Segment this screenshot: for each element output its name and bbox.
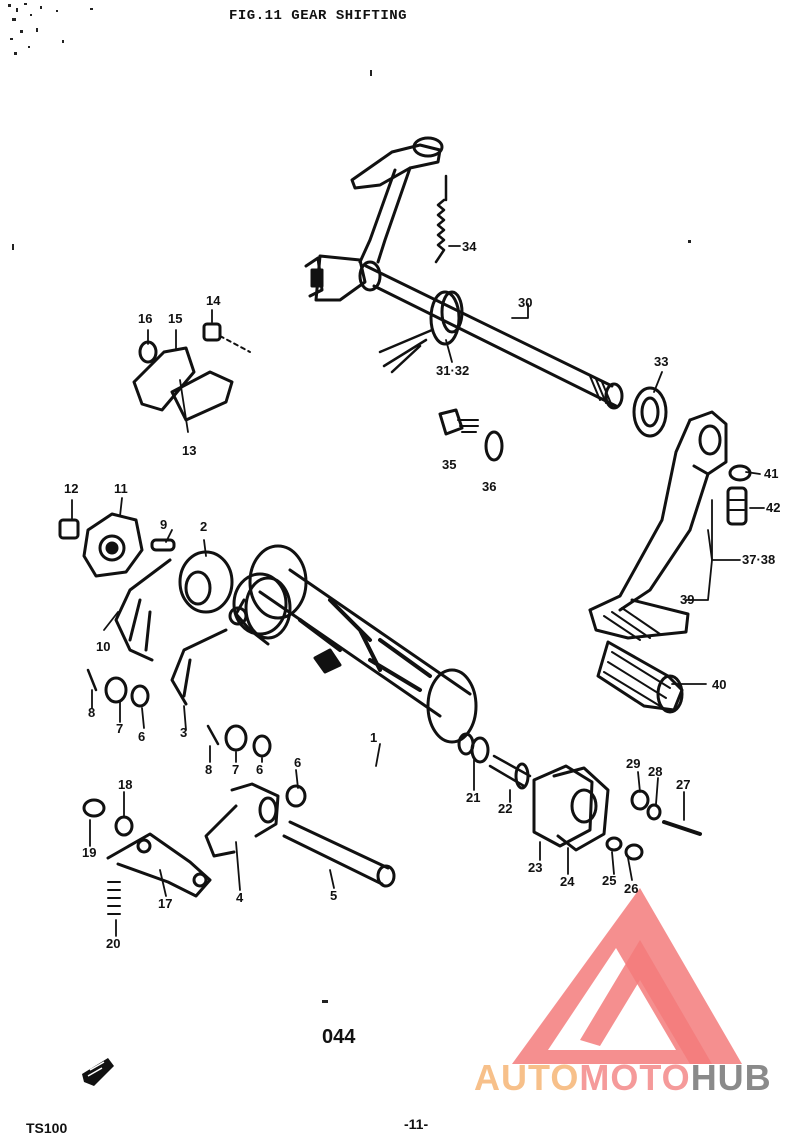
part-label: 22 [498, 801, 513, 816]
direction-arrow-icon [82, 1058, 114, 1086]
part-label: 7 [116, 721, 124, 736]
shift-fork-4 [204, 782, 280, 858]
part-label: 24 [560, 874, 575, 889]
part-label: 1 [370, 730, 378, 745]
oil-seal [632, 386, 668, 438]
cam-stopper-plate [58, 512, 144, 578]
stopper-assembly [132, 322, 251, 422]
part-label: 33 [654, 354, 669, 369]
scan-noise [8, 3, 691, 1003]
part-label: 35 [442, 457, 457, 472]
watermark-auto: AUTO [474, 1057, 580, 1098]
part-label: 27 [676, 777, 691, 792]
watermark-text: AUTOMOTOHUB [474, 1060, 772, 1096]
fork-pins [86, 668, 307, 808]
part-label: 21 [466, 790, 481, 805]
part-label: 18 [118, 777, 133, 792]
leader-lines [71, 245, 765, 937]
cam-bolt [470, 736, 532, 790]
part-label: 6 [294, 755, 302, 770]
cover-gasket [532, 764, 610, 852]
footrest-rubber [596, 640, 684, 714]
part-label: 12 [64, 481, 79, 496]
part-label: 36 [482, 479, 497, 494]
part-label: 28 [648, 764, 663, 779]
cam-stopper [82, 798, 212, 915]
catalog-code: 044 [322, 1026, 356, 1048]
part-label: 34 [462, 239, 477, 254]
cam-pin [150, 538, 176, 552]
page-number: -11- [404, 1116, 429, 1132]
part-label: 14 [206, 293, 221, 308]
part-label: 16 [138, 311, 153, 326]
part-label: 41 [764, 466, 779, 481]
return-spring [434, 174, 448, 264]
watermark-hub: HUB [690, 1057, 772, 1098]
part-label: 42 [766, 500, 781, 515]
part-label: 6 [256, 762, 264, 777]
part-label: 31·32 [436, 363, 470, 378]
part-label: 15 [168, 311, 183, 326]
part-label: 3 [180, 725, 188, 740]
part-label: 30 [518, 295, 533, 310]
gear-shift-shaft [304, 136, 624, 410]
shift-fork-3 [170, 572, 288, 706]
part-label: 2 [200, 519, 208, 534]
part-label: 8 [88, 705, 96, 720]
lever-bolt [726, 464, 752, 526]
part-label: 17 [158, 896, 173, 911]
gear-shift-lever [588, 410, 728, 641]
cover-bolts [605, 789, 702, 861]
part-label: 8 [205, 762, 213, 777]
part-label: 29 [626, 756, 641, 771]
part-label: 7 [232, 762, 240, 777]
part-label: 13 [182, 443, 197, 458]
part-label: 39 [680, 592, 695, 607]
stopper-bolt [438, 408, 504, 462]
part-label: 20 [106, 936, 121, 951]
part-label: 19 [82, 845, 97, 860]
part-label: 23 [528, 860, 543, 875]
model-name: TS100 [26, 1120, 68, 1136]
part-label: 10 [96, 639, 111, 654]
part-label: 6 [138, 729, 146, 744]
shift-fork-2 [114, 550, 234, 662]
part-label: 9 [160, 517, 168, 532]
page-title: FIG.11 GEAR SHIFTING [229, 8, 408, 24]
part-label: 11 [114, 481, 128, 496]
part-label: 40 [712, 677, 727, 692]
part-label: 4 [236, 890, 244, 905]
watermark-moto: MOTO [579, 1057, 691, 1098]
part-label: 5 [330, 888, 338, 903]
fork-shaft [282, 820, 396, 888]
part-label: 25 [602, 873, 617, 888]
part-label: 26 [624, 881, 639, 896]
part-label: 37·38 [742, 552, 776, 567]
automotohub-logo-icon [512, 888, 742, 1064]
